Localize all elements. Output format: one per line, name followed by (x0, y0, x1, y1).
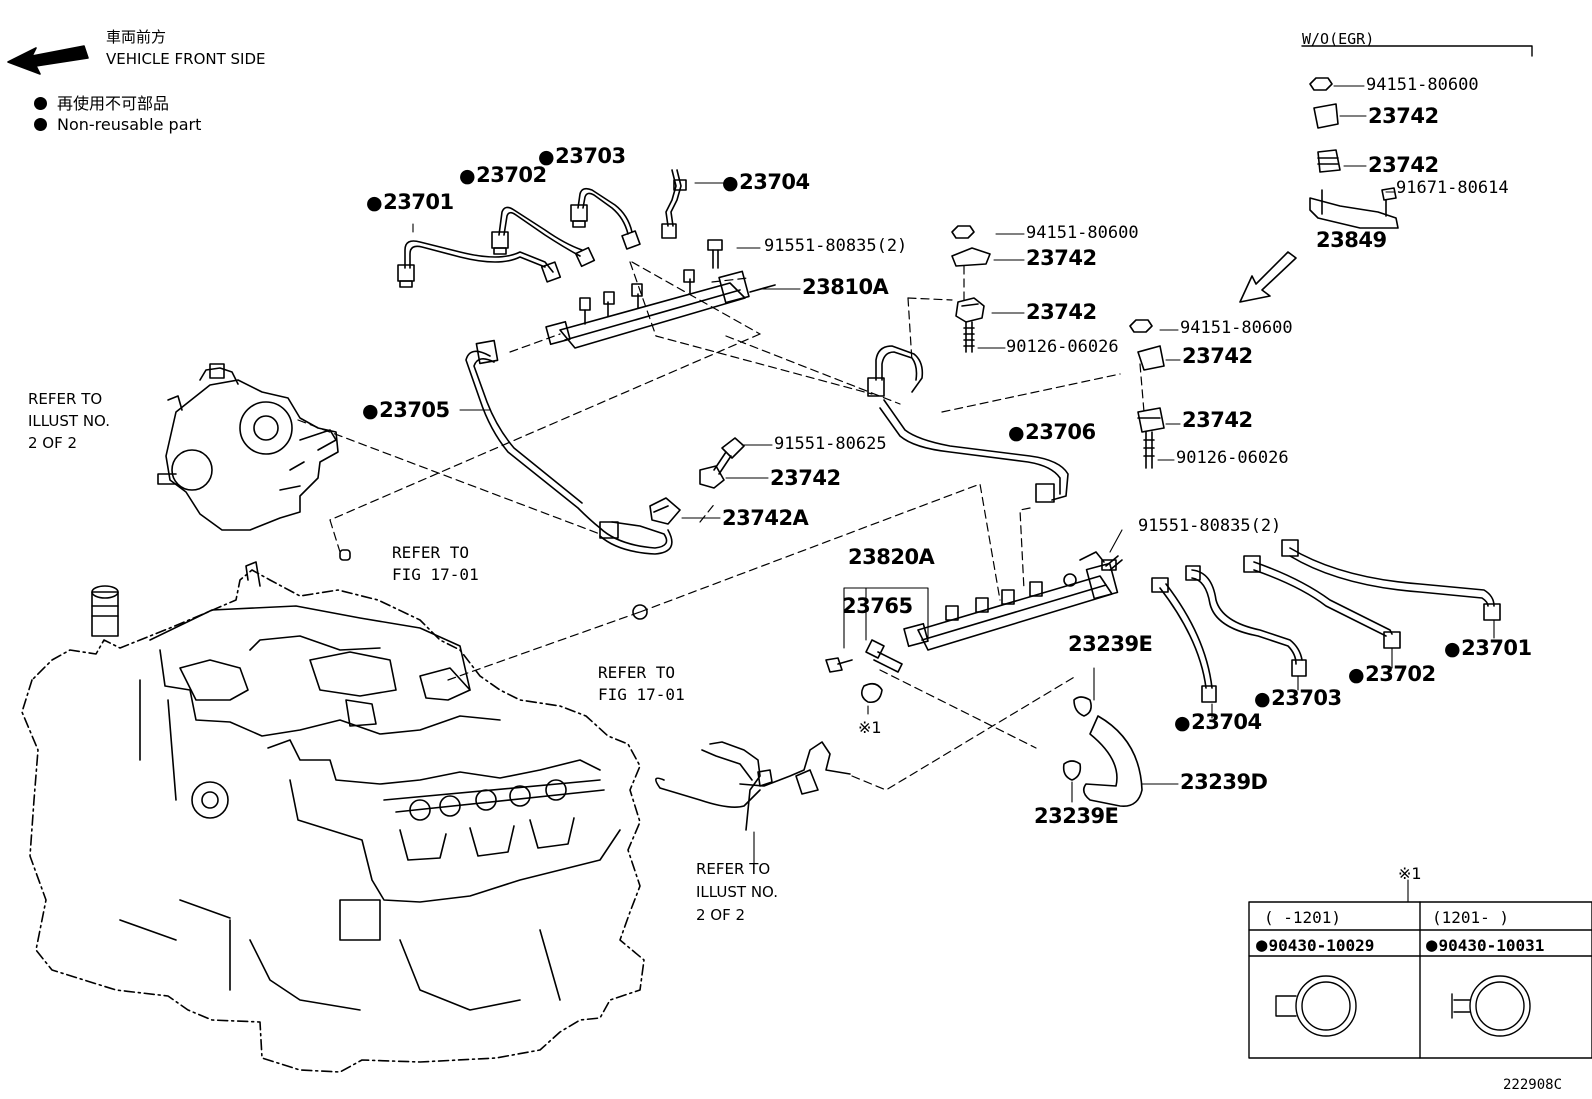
legend-nonreuse-jp: 再使用不可部品 (34, 90, 169, 114)
part-label: 23704 (1174, 712, 1262, 733)
bolt-clamp-center-icon (649, 437, 745, 525)
part-label: 23239E (1068, 632, 1153, 656)
legend-nonreuse-en: Non-reusable part (34, 115, 201, 134)
part-label: 23703 (538, 146, 626, 167)
part-label: 94151-80600 (1026, 223, 1139, 243)
table-mark: ※1 (1398, 864, 1422, 883)
direction-label-jp: 車両前方 (106, 28, 167, 46)
part-label: 90126-06026 (1176, 448, 1289, 468)
front-direction-arrow-icon (7, 45, 89, 75)
part-label: 23703 (1254, 688, 1342, 709)
part-label: 91671-80614 (1396, 178, 1509, 198)
part-label: 23742 (1368, 153, 1439, 177)
part-label: ※1 (858, 718, 882, 737)
part-label: 23849 (1316, 228, 1387, 252)
direction-arrow-icon (1239, 251, 1297, 303)
nonreuse-bullet-icon (34, 97, 47, 110)
table-col1-part: 90430-10029 (1256, 934, 1374, 956)
part-label: 23742 (770, 466, 841, 490)
part-label: 23701 (366, 192, 454, 213)
part-label: 91551-80835(2) (1138, 516, 1282, 536)
fuel-rail-upper-icon (545, 269, 776, 349)
hose-bracket-bottom-icon (655, 741, 851, 831)
part-label: 23702 (459, 165, 547, 186)
part-label: 23239E (1034, 804, 1119, 828)
injection-pipes-right-icon (1151, 539, 1501, 703)
diagram-id: 222908C (1503, 1077, 1563, 1093)
table-col1-range: ( -1201) (1264, 908, 1342, 927)
hose-23239D-icon (1062, 696, 1143, 807)
clamp-stack-middle-icon (951, 225, 991, 353)
fuel-pump-icon (157, 363, 339, 531)
pressure-sensor-icon (825, 639, 903, 704)
part-label: 23702 (1348, 664, 1436, 685)
part-label: 23742 (1368, 104, 1439, 128)
table-col2-part: 90430-10031 (1426, 934, 1544, 956)
part-label: 91551-80835(2) (764, 236, 908, 256)
fuel-pipe-23705-icon (465, 339, 673, 555)
part-label: 23742 (1026, 246, 1097, 270)
part-label: 23701 (1444, 638, 1532, 659)
part-label: 23742 (1182, 344, 1253, 368)
part-label: 23820A (848, 545, 935, 569)
part-label: 23742 (1182, 408, 1253, 432)
part-label: 23704 (722, 172, 810, 193)
fuel-pipe-23706-icon (867, 345, 1069, 503)
direction-label-en: VEHICLE FRONT SIDE (106, 50, 266, 68)
part-label: 23742 (1026, 300, 1097, 324)
nonreuse-bullet-icon (34, 118, 47, 131)
part-label: 90126-06026 (1006, 337, 1119, 357)
fuel-rail-lower-icon (903, 551, 1119, 651)
injection-pipes-left-icon (397, 169, 723, 288)
engine-block-icon (21, 561, 645, 1073)
part-label: 94151-80600 (1366, 75, 1479, 95)
clamp-stack-right-icon (1129, 319, 1165, 469)
reference-table (1248, 901, 1592, 1059)
part-label: 23810A (802, 275, 889, 299)
part-label: 23705 (362, 400, 450, 421)
table-col2-range: (1201- ) (1432, 908, 1510, 927)
part-label: 94151-80600 (1180, 318, 1293, 338)
part-label: 23239D (1180, 770, 1268, 794)
part-label: 23765 (842, 594, 913, 618)
part-label: 91551-80625 (774, 434, 887, 454)
egr-bracket-group-icon (1309, 77, 1399, 229)
part-label: 23706 (1008, 422, 1096, 443)
part-label: 23742A (722, 506, 809, 530)
variant-note: W/O(EGR) (1302, 30, 1375, 48)
